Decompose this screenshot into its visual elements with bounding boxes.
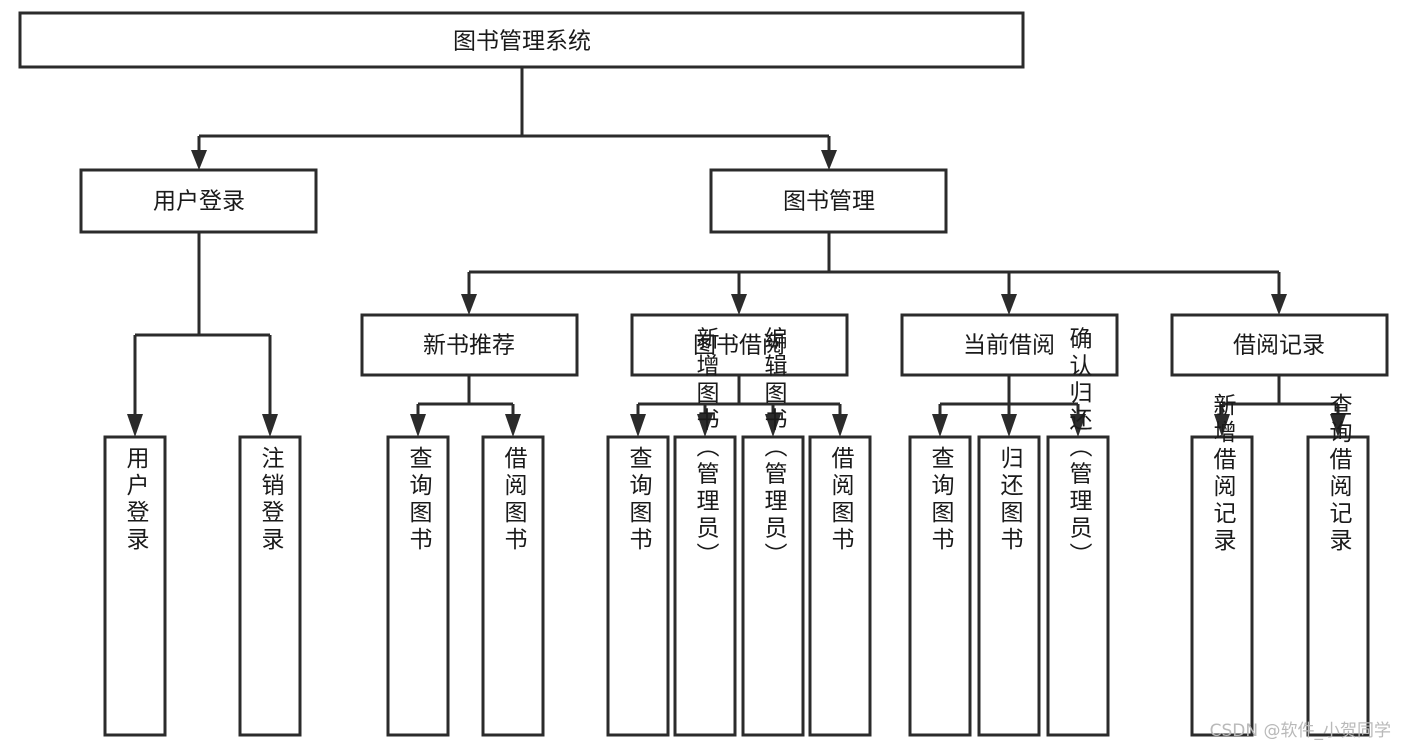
leaf-confirm-return-label: 确认归还（管理员）: [1065, 327, 1093, 570]
leaf-return-book-box[interactable]: [977, 435, 1041, 737]
leaf-query-book-2-box[interactable]: [606, 435, 670, 737]
arrow-head-leaf-user-login: [127, 414, 143, 437]
arrow-head-leaf-confirm-return: [1070, 414, 1086, 437]
leaf-query-book-3-box[interactable]: [908, 435, 972, 737]
leaf-query-book-1-label: 查询图书: [405, 446, 433, 554]
node-current-borrow[interactable]: 当前借阅: [900, 313, 1119, 377]
leaf-return-book-label: 归还图书: [996, 446, 1024, 554]
leaf-confirm-return-box[interactable]: [1046, 435, 1110, 737]
leaf-query-book-1-box[interactable]: [386, 435, 450, 737]
arrow-head-book-management: [821, 150, 837, 170]
node-user-login-box[interactable]: [79, 168, 318, 234]
leaf-borrow-book-2[interactable]: 借阅图书: [808, 435, 872, 737]
node-book-management-box[interactable]: [709, 168, 948, 234]
leaf-add-record-label: 新增借阅记录: [1209, 393, 1237, 555]
leaf-edit-book[interactable]: 编辑图书（管理员）: [741, 327, 805, 737]
arrow-head-new-book-recommend: [461, 294, 477, 315]
node-current-borrow-box[interactable]: [900, 313, 1119, 377]
arrow-head-current-borrow: [1001, 294, 1017, 315]
arrow-head-leaf-query-book-3: [932, 414, 948, 437]
connector-layer: [127, 67, 1346, 437]
arrow-head-leaf-return-book: [1001, 414, 1017, 437]
leaf-query-book-3-label: 查询图书: [927, 446, 955, 554]
node-user-login[interactable]: 用户登录: [79, 168, 318, 234]
arrow-head-leaf-add-book: [697, 414, 713, 437]
arrow-head-leaf-query-book-1: [410, 414, 426, 437]
leaf-user-login-box[interactable]: [103, 435, 167, 737]
leaf-edit-book-label: 编辑图书（管理员）: [760, 327, 788, 570]
leaf-query-record-box[interactable]: [1306, 435, 1370, 737]
leaf-add-record-box[interactable]: [1190, 435, 1254, 737]
arrow-head-user-login: [191, 150, 207, 170]
leaf-logout-login-box[interactable]: [238, 435, 302, 737]
leaf-add-record[interactable]: 新增借阅记录: [1190, 393, 1254, 737]
leaf-borrow-book-1[interactable]: 借阅图书: [481, 435, 545, 737]
node-root-label: 图书管理系统: [453, 29, 591, 55]
arrow-head-borrow-record: [1271, 294, 1287, 315]
node-borrow-record-label: 借阅记录: [1233, 333, 1325, 359]
node-book-management-label: 图书管理: [783, 189, 875, 215]
leaf-user-login-label: 用户登录: [122, 446, 150, 554]
arrow-head-book-borrow: [731, 294, 747, 315]
leaf-borrow-book-2-box[interactable]: [808, 435, 872, 737]
leaf-query-record[interactable]: 查询借阅记录: [1306, 393, 1370, 737]
leaf-logout-login[interactable]: 注销登录: [238, 435, 302, 737]
node-book-borrow[interactable]: 图书借阅: [630, 313, 849, 377]
node-root[interactable]: 图书管理系统: [18, 11, 1025, 69]
node-borrow-record[interactable]: 借阅记录: [1170, 313, 1389, 377]
arrow-head-leaf-query-book-2: [630, 414, 646, 437]
leaf-query-book-2[interactable]: 查询图书: [606, 435, 670, 737]
leaf-query-book-3[interactable]: 查询图书: [908, 435, 972, 737]
leaf-query-book-1[interactable]: 查询图书: [386, 435, 450, 737]
arrow-head-leaf-borrow-book-1: [505, 414, 521, 437]
leaf-confirm-return[interactable]: 确认归还（管理员）: [1046, 327, 1110, 737]
leaf-query-record-label: 查询借阅记录: [1325, 393, 1353, 555]
leaf-edit-book-box[interactable]: [741, 435, 805, 737]
node-new-book-recommend-box[interactable]: [360, 313, 579, 377]
node-book-borrow-label: 图书借阅: [693, 333, 785, 359]
leaf-query-book-2-label: 查询图书: [625, 446, 653, 554]
arrow-head-leaf-add-record: [1214, 414, 1230, 437]
node-user-login-label: 用户登录: [153, 189, 245, 215]
arrow-head-leaf-edit-book: [765, 414, 781, 437]
node-borrow-record-box[interactable]: [1170, 313, 1389, 377]
node-new-book-recommend-label: 新书推荐: [423, 333, 515, 359]
leaf-borrow-book-1-box[interactable]: [481, 435, 545, 737]
node-book-management[interactable]: 图书管理: [709, 168, 948, 234]
leaf-add-book[interactable]: 新增图书（管理员）: [673, 327, 737, 737]
leaf-borrow-book-2-label: 借阅图书: [827, 446, 855, 554]
arrow-head-leaf-borrow-book-2: [832, 414, 848, 437]
leaf-logout-login-label: 注销登录: [257, 446, 285, 554]
leaf-borrow-book-1-label: 借阅图书: [500, 446, 528, 554]
leaf-user-login[interactable]: 用户登录: [103, 435, 167, 737]
leaf-add-book-label: 新增图书（管理员）: [692, 327, 720, 570]
leaf-return-book[interactable]: 归还图书: [977, 435, 1041, 737]
node-root-box[interactable]: [18, 11, 1025, 69]
node-current-borrow-label: 当前借阅: [963, 333, 1055, 359]
node-book-borrow-box[interactable]: [630, 313, 849, 377]
arrow-head-leaf-logout-login: [262, 414, 278, 437]
leaf-add-book-box[interactable]: [673, 435, 737, 737]
arrow-head-leaf-query-record: [1330, 414, 1346, 437]
node-new-book-recommend[interactable]: 新书推荐: [360, 313, 579, 377]
